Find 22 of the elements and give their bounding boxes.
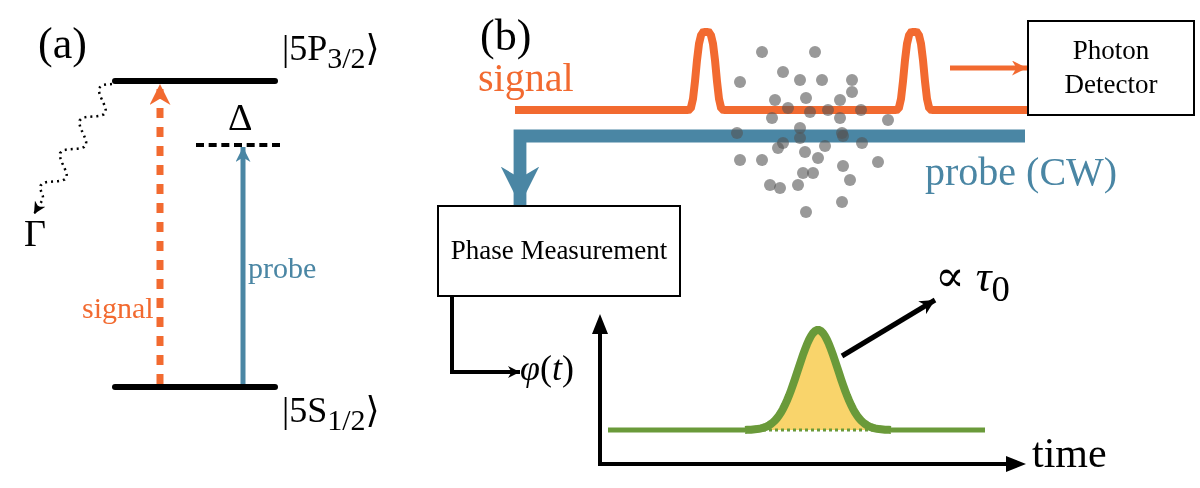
- decay-rate-symbol: Γ: [24, 214, 46, 252]
- arrow: [500, 129, 1025, 205]
- detuning-symbol: Δ: [228, 98, 253, 136]
- arrow: [840, 297, 937, 359]
- gaussian-peak: [743, 326, 893, 434]
- arrow: [235, 147, 251, 384]
- edge-label: probe (CW): [925, 152, 1118, 192]
- proportionality-label: ∝ τ$_{0}$: [935, 255, 1010, 308]
- arrow: [32, 82, 113, 215]
- arrow: [950, 60, 1027, 76]
- panel-label: (b): [480, 14, 532, 58]
- detector-box: Photon Detector: [1027, 20, 1195, 116]
- measurement-box: Phase Measurement: [437, 205, 681, 297]
- state-label: |5P$_{3/2}$⟩: [282, 30, 380, 74]
- axis-label: time: [1032, 432, 1107, 474]
- virtual-level-line: [196, 143, 280, 147]
- panel-label: (a): [38, 22, 87, 66]
- state-label: |5S$_{1/2}$⟩: [282, 392, 380, 436]
- edge-label: signal: [82, 293, 154, 323]
- arrow: [450, 297, 520, 378]
- edge-label: probe: [248, 253, 317, 283]
- phase-symbol: φ(t): [520, 350, 574, 386]
